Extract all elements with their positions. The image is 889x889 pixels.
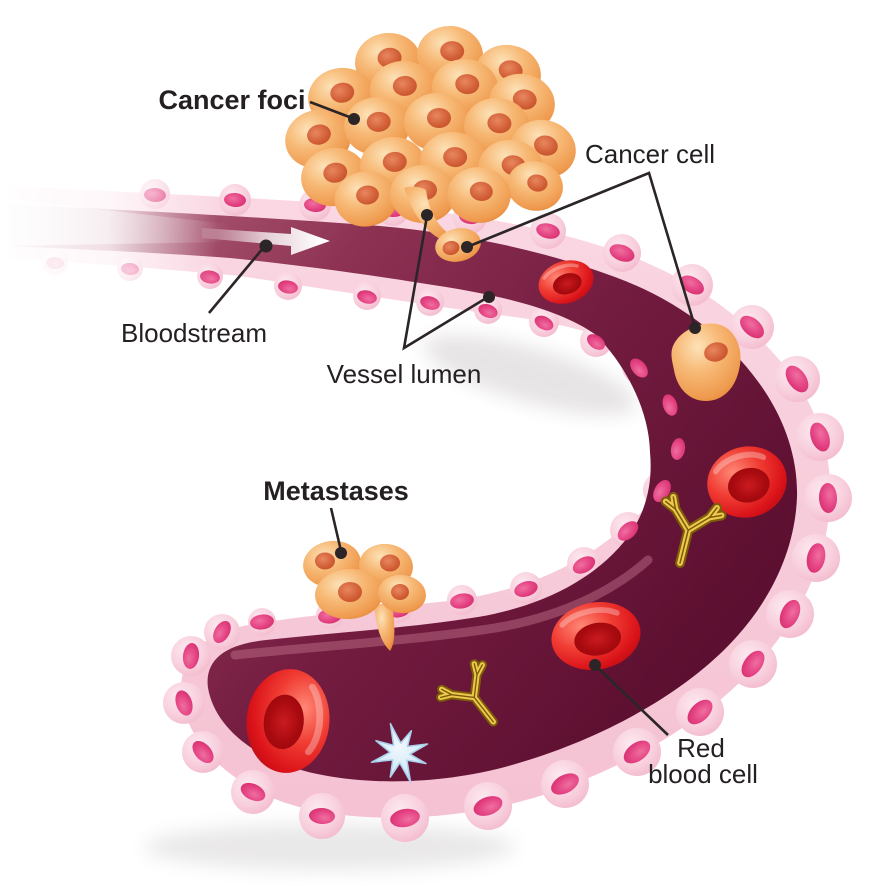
endothelial-nucleus bbox=[785, 365, 809, 393]
label-cancer-foci: Cancer foci bbox=[158, 85, 305, 115]
endothelial-nucleus bbox=[680, 275, 704, 295]
endothelial-nucleus bbox=[175, 690, 193, 716]
endothelial-nucleus bbox=[740, 315, 764, 339]
endothelial-nucleus bbox=[609, 244, 635, 262]
metastasis-cell-nucleus bbox=[391, 584, 409, 600]
vessel-contents bbox=[241, 251, 794, 783]
leader-dot bbox=[421, 209, 433, 221]
extravasation-drip bbox=[374, 604, 395, 651]
endothelial-nucleus bbox=[278, 280, 298, 294]
leader-line bbox=[402, 215, 489, 351]
leader-line bbox=[466, 171, 697, 328]
endothelial-nucleus bbox=[478, 303, 498, 319]
metastasis-cell-nucleus bbox=[315, 552, 335, 570]
leader-lines bbox=[208, 100, 697, 736]
leader-dot bbox=[689, 322, 701, 334]
endothelial-nucleus bbox=[810, 422, 830, 452]
endothelial-nucleus bbox=[623, 740, 651, 764]
intravasating-cell-nucleus bbox=[442, 240, 460, 256]
endothelial-nucleus bbox=[534, 315, 554, 331]
leader-line bbox=[208, 246, 265, 314]
endothelial-nucleus bbox=[741, 650, 765, 678]
endothelial-nucleus bbox=[182, 643, 200, 669]
endothelial-nucleus bbox=[687, 699, 713, 725]
soft-shadows bbox=[145, 335, 637, 870]
left-fade bbox=[0, 138, 218, 363]
endothelial-nucleus bbox=[473, 796, 503, 816]
leader-dot bbox=[259, 239, 273, 253]
leader-dot bbox=[461, 241, 473, 253]
endothelial-nucleus bbox=[572, 556, 596, 574]
endothelial-nucleus bbox=[390, 808, 420, 828]
endothelial-nucleus bbox=[213, 620, 231, 644]
endothelial-nucleus bbox=[653, 479, 671, 503]
leader-line bbox=[329, 507, 343, 552]
endothelial-nucleus bbox=[551, 773, 579, 795]
cancer-cell-in-vessel bbox=[671, 323, 741, 401]
endothelial-nucleus bbox=[224, 192, 246, 208]
label-red-blood-cell-line2: blood cell bbox=[648, 759, 758, 789]
leader-line bbox=[596, 666, 669, 736]
endothelial-nucleus bbox=[514, 581, 538, 597]
label-vessel-lumen: Vessel lumen bbox=[327, 359, 482, 389]
endothelial-nucleus bbox=[536, 223, 560, 239]
endothelial-nucleus bbox=[662, 394, 678, 416]
endothelial-nucleus bbox=[420, 296, 440, 310]
endothelial-nuclei bbox=[46, 187, 838, 828]
endothelial-nucleus bbox=[450, 593, 474, 609]
cancer-foci-cluster bbox=[278, 24, 583, 230]
endothelial-nucleus bbox=[357, 290, 377, 304]
label-cancer-cell: Cancer cell bbox=[585, 139, 715, 169]
leader-dot bbox=[348, 113, 360, 125]
hook-gap-shadow bbox=[423, 335, 637, 415]
endothelial-nucleus bbox=[240, 782, 266, 802]
endothelial-nucleus bbox=[818, 483, 838, 513]
endothelial-nucleus bbox=[630, 358, 648, 378]
endothelial-nucleus bbox=[586, 334, 606, 350]
leader-dot bbox=[335, 547, 347, 559]
lumen-top-sheen bbox=[230, 555, 653, 660]
endothelial-nucleus bbox=[192, 740, 214, 764]
metastasis-cell-nucleus bbox=[380, 554, 400, 572]
leader-dots bbox=[259, 113, 701, 671]
labels: Cancer foci Cancer cell Bloodstream Vess… bbox=[121, 85, 758, 789]
endothelial-nucleus bbox=[779, 599, 801, 629]
leader-line bbox=[309, 100, 353, 120]
endothelial-nucleus bbox=[309, 807, 335, 825]
cancer-cell-nucleus bbox=[704, 342, 728, 362]
label-red-blood-cell-line1: Red bbox=[677, 733, 725, 763]
leader-dot bbox=[483, 291, 495, 303]
label-metastases: Metastases bbox=[263, 476, 409, 506]
endothelial-nucleus bbox=[670, 438, 686, 460]
leader-dot bbox=[589, 659, 601, 671]
metastases-cluster bbox=[303, 540, 426, 651]
ground-shadow bbox=[145, 824, 515, 870]
endothelial-nucleus bbox=[250, 614, 274, 630]
platelet-icon bbox=[370, 722, 429, 783]
endothelial-nucleus bbox=[806, 543, 826, 573]
label-bloodstream: Bloodstream bbox=[121, 318, 267, 348]
metastasis-cell-nucleus bbox=[338, 582, 362, 602]
endothelial-nucleus bbox=[617, 521, 639, 541]
